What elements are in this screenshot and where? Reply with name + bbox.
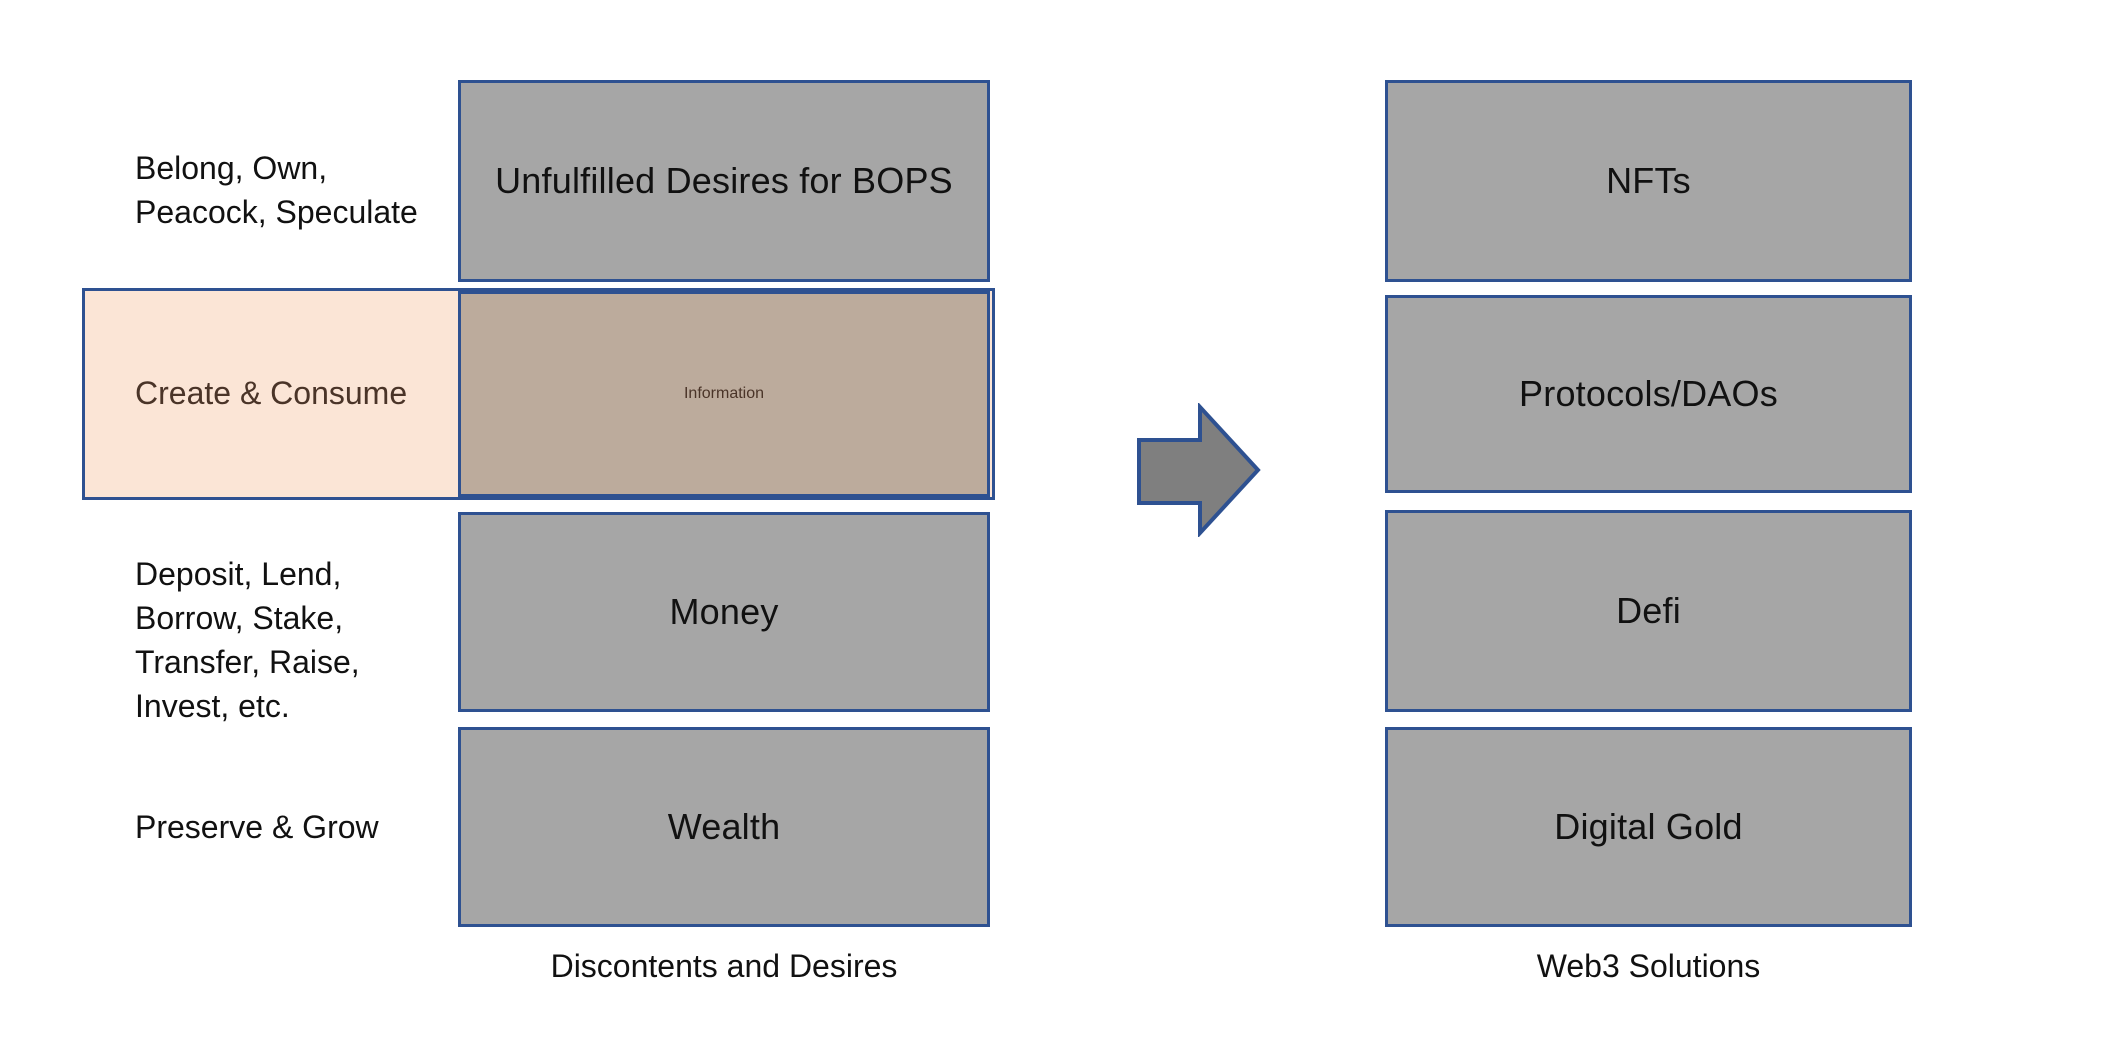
desire-box-label: Unfulfilled Desires for BOPS [495, 160, 953, 201]
right-arrow-icon [1137, 403, 1262, 537]
left-label-preserve-grow: Preserve & Grow [135, 809, 379, 845]
solution-box-label: Defi [1616, 590, 1681, 631]
desire-box-label: Information [683, 385, 765, 402]
desire-box-label: Money [669, 591, 779, 632]
solution-box-protocols-daos: Protocols/DAOs [1385, 295, 1912, 493]
solution-box-label: NFTs [1606, 160, 1691, 201]
desire-box-unfulfilled-bops: Unfulfilled Desires for BOPS [458, 80, 990, 282]
solution-box-defi: Defi [1385, 510, 1912, 712]
solution-box-label: Protocols/DAOs [1519, 373, 1778, 414]
solution-box-nfts: NFTs [1385, 80, 1912, 282]
left-label-deposit-lend: Deposit, Lend, Borrow, Stake, Transfer, … [135, 556, 360, 724]
desire-box-money: Money [458, 512, 990, 712]
left-label-belong-own: Belong, Own, Peacock, Speculate [135, 150, 418, 230]
desire-box-information: Information [458, 291, 990, 497]
caption-web3-solutions: Web3 Solutions [1536, 948, 1761, 984]
desire-box-wealth: Wealth [458, 727, 990, 927]
solution-box-label: Digital Gold [1554, 806, 1743, 847]
left-label-create-consume: Create & Consume [135, 375, 408, 411]
desire-box-label: Wealth [667, 806, 781, 847]
solution-box-digital-gold: Digital Gold [1385, 727, 1912, 927]
caption-discontents-desires: Discontents and Desires [550, 948, 898, 984]
